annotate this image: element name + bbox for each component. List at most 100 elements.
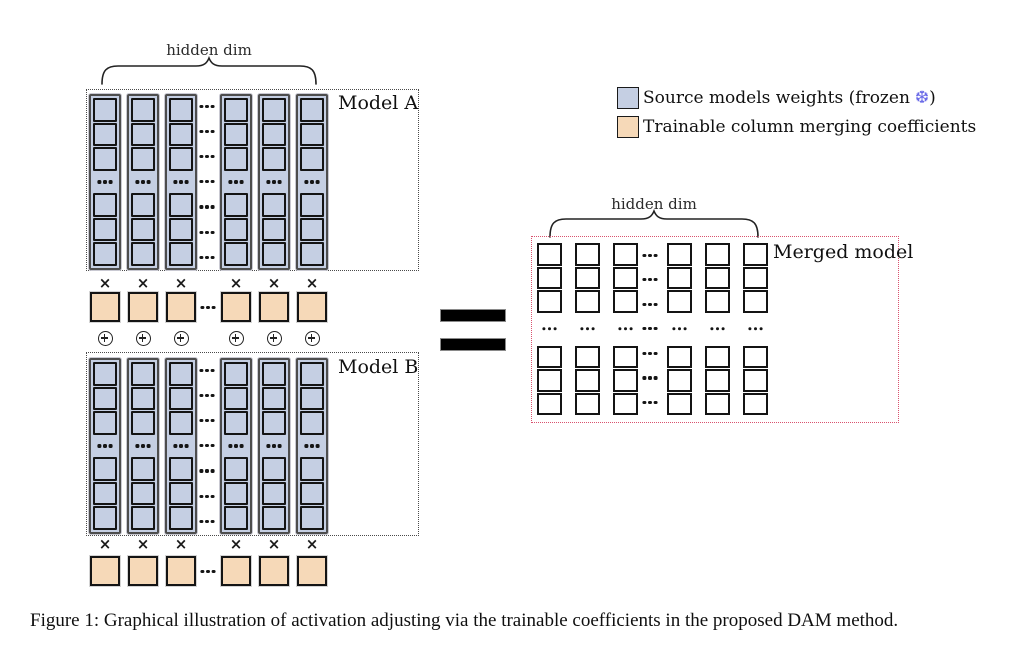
trainable-coefficient-square — [89, 555, 121, 587]
ellipsis-dots — [642, 351, 658, 356]
weight-cell — [300, 456, 324, 481]
weight-cell — [169, 386, 193, 411]
figure-caption: Figure 1: Graphical illustration of acti… — [30, 610, 899, 631]
multiply-icon: × — [174, 535, 188, 553]
merged-weight-cell — [667, 290, 692, 313]
merged-weight-cell — [705, 266, 730, 289]
weight-cell — [93, 506, 117, 531]
weight-cell — [224, 362, 248, 386]
merged-weight-cell — [575, 392, 600, 415]
equals-icon-bottom-bar — [440, 338, 506, 351]
multiply-icon: × — [136, 535, 150, 553]
weight-column-model-a — [127, 94, 159, 270]
trainable-coefficient-square — [89, 291, 121, 323]
weight-cell — [169, 362, 193, 386]
weight-column-model-b — [296, 358, 328, 534]
ellipsis-dots — [228, 180, 244, 184]
ellipsis-dots — [199, 104, 215, 109]
multiply-icon: × — [305, 274, 319, 292]
weight-cell — [262, 506, 286, 531]
weight-cell — [262, 147, 286, 172]
merged-weight-column — [537, 243, 562, 415]
weight-cell — [262, 217, 286, 242]
merged-weight-column — [743, 243, 768, 415]
ellipsis-dots — [200, 306, 216, 310]
weight-cell — [131, 98, 155, 122]
weights-ellipsis-cell — [262, 436, 286, 456]
merged-weight-cell — [613, 392, 638, 415]
weight-column-model-b — [165, 358, 197, 534]
weight-cell — [93, 411, 117, 436]
weight-cell — [262, 456, 286, 481]
ellipsis-dots — [642, 253, 658, 258]
ellipsis-dots — [642, 278, 658, 282]
trainable-coefficient-square — [220, 555, 252, 587]
merged-weight-cell — [705, 290, 730, 313]
weight-cell — [131, 411, 155, 436]
weight-cell — [300, 481, 324, 506]
weight-cell — [169, 122, 193, 147]
weight-cell — [131, 362, 155, 386]
weights-ellipsis-cell — [131, 436, 155, 456]
ellipsis-dots — [135, 444, 151, 448]
merged-weight-group — [705, 345, 730, 415]
weight-cell — [224, 506, 248, 531]
multiply-icon: × — [267, 274, 281, 292]
merged-weight-cell — [613, 266, 638, 289]
weight-cell — [131, 217, 155, 242]
merged-weight-cell — [743, 369, 768, 392]
ellipsis-dots — [199, 494, 215, 499]
model-b-box — [86, 352, 419, 536]
ellipsis-dots — [642, 400, 658, 405]
trainable-coefficient-square — [127, 555, 159, 587]
merged-weight-cell — [705, 345, 730, 368]
weight-cell — [300, 192, 324, 217]
weight-cell — [131, 242, 155, 267]
multiply-icon: × — [305, 535, 319, 553]
weight-cell — [169, 481, 193, 506]
model-a-box — [86, 89, 419, 271]
merged-weight-cell — [667, 345, 692, 368]
merged-weight-cell — [667, 369, 692, 392]
merged-weight-group — [743, 345, 768, 415]
trainable-coefficient-square — [220, 291, 252, 323]
weights-ellipsis-cell — [131, 172, 155, 192]
weight-cell — [131, 481, 155, 506]
weight-cell — [224, 147, 248, 172]
weight-cell — [131, 192, 155, 217]
merged-weight-cell — [743, 345, 768, 368]
equals-icon-top-bar — [440, 309, 506, 322]
ellipsis-dots — [199, 230, 215, 235]
ellipsis-dots — [199, 444, 215, 448]
trainable-coefficient-square — [258, 555, 290, 587]
weight-cell — [224, 481, 248, 506]
multiply-icon: × — [267, 535, 281, 553]
merged-weight-cell — [667, 392, 692, 415]
weights-ellipsis-cell — [169, 436, 193, 456]
ellipsis-dots — [618, 327, 634, 331]
weight-cell — [300, 242, 324, 267]
ellipsis-dots — [266, 180, 282, 184]
weight-cell — [131, 122, 155, 147]
legend-source-weights-label: Source models weights (frozen❆) — [643, 87, 936, 109]
weights-ellipsis-cell — [93, 172, 117, 192]
weight-cell — [169, 192, 193, 217]
ellipsis-dots — [97, 180, 113, 184]
multiply-icon: × — [229, 535, 243, 553]
ellipsis-dots — [199, 394, 215, 398]
merged-weight-column — [667, 243, 692, 415]
weight-column-model-a — [89, 94, 121, 270]
weight-cell — [262, 242, 286, 267]
weight-cell — [169, 506, 193, 531]
weight-cell — [131, 386, 155, 411]
ellipsis-dots — [199, 419, 215, 423]
weight-column-model-a — [258, 94, 290, 270]
ellipsis-dots — [642, 327, 658, 331]
hidden-dim-label-model-a: hidden dim — [166, 41, 252, 59]
weight-cell — [262, 411, 286, 436]
ellipsis-dots — [642, 376, 658, 380]
merged-weight-cell — [575, 369, 600, 392]
weights-ellipsis-cell — [169, 172, 193, 192]
weight-cell — [224, 386, 248, 411]
